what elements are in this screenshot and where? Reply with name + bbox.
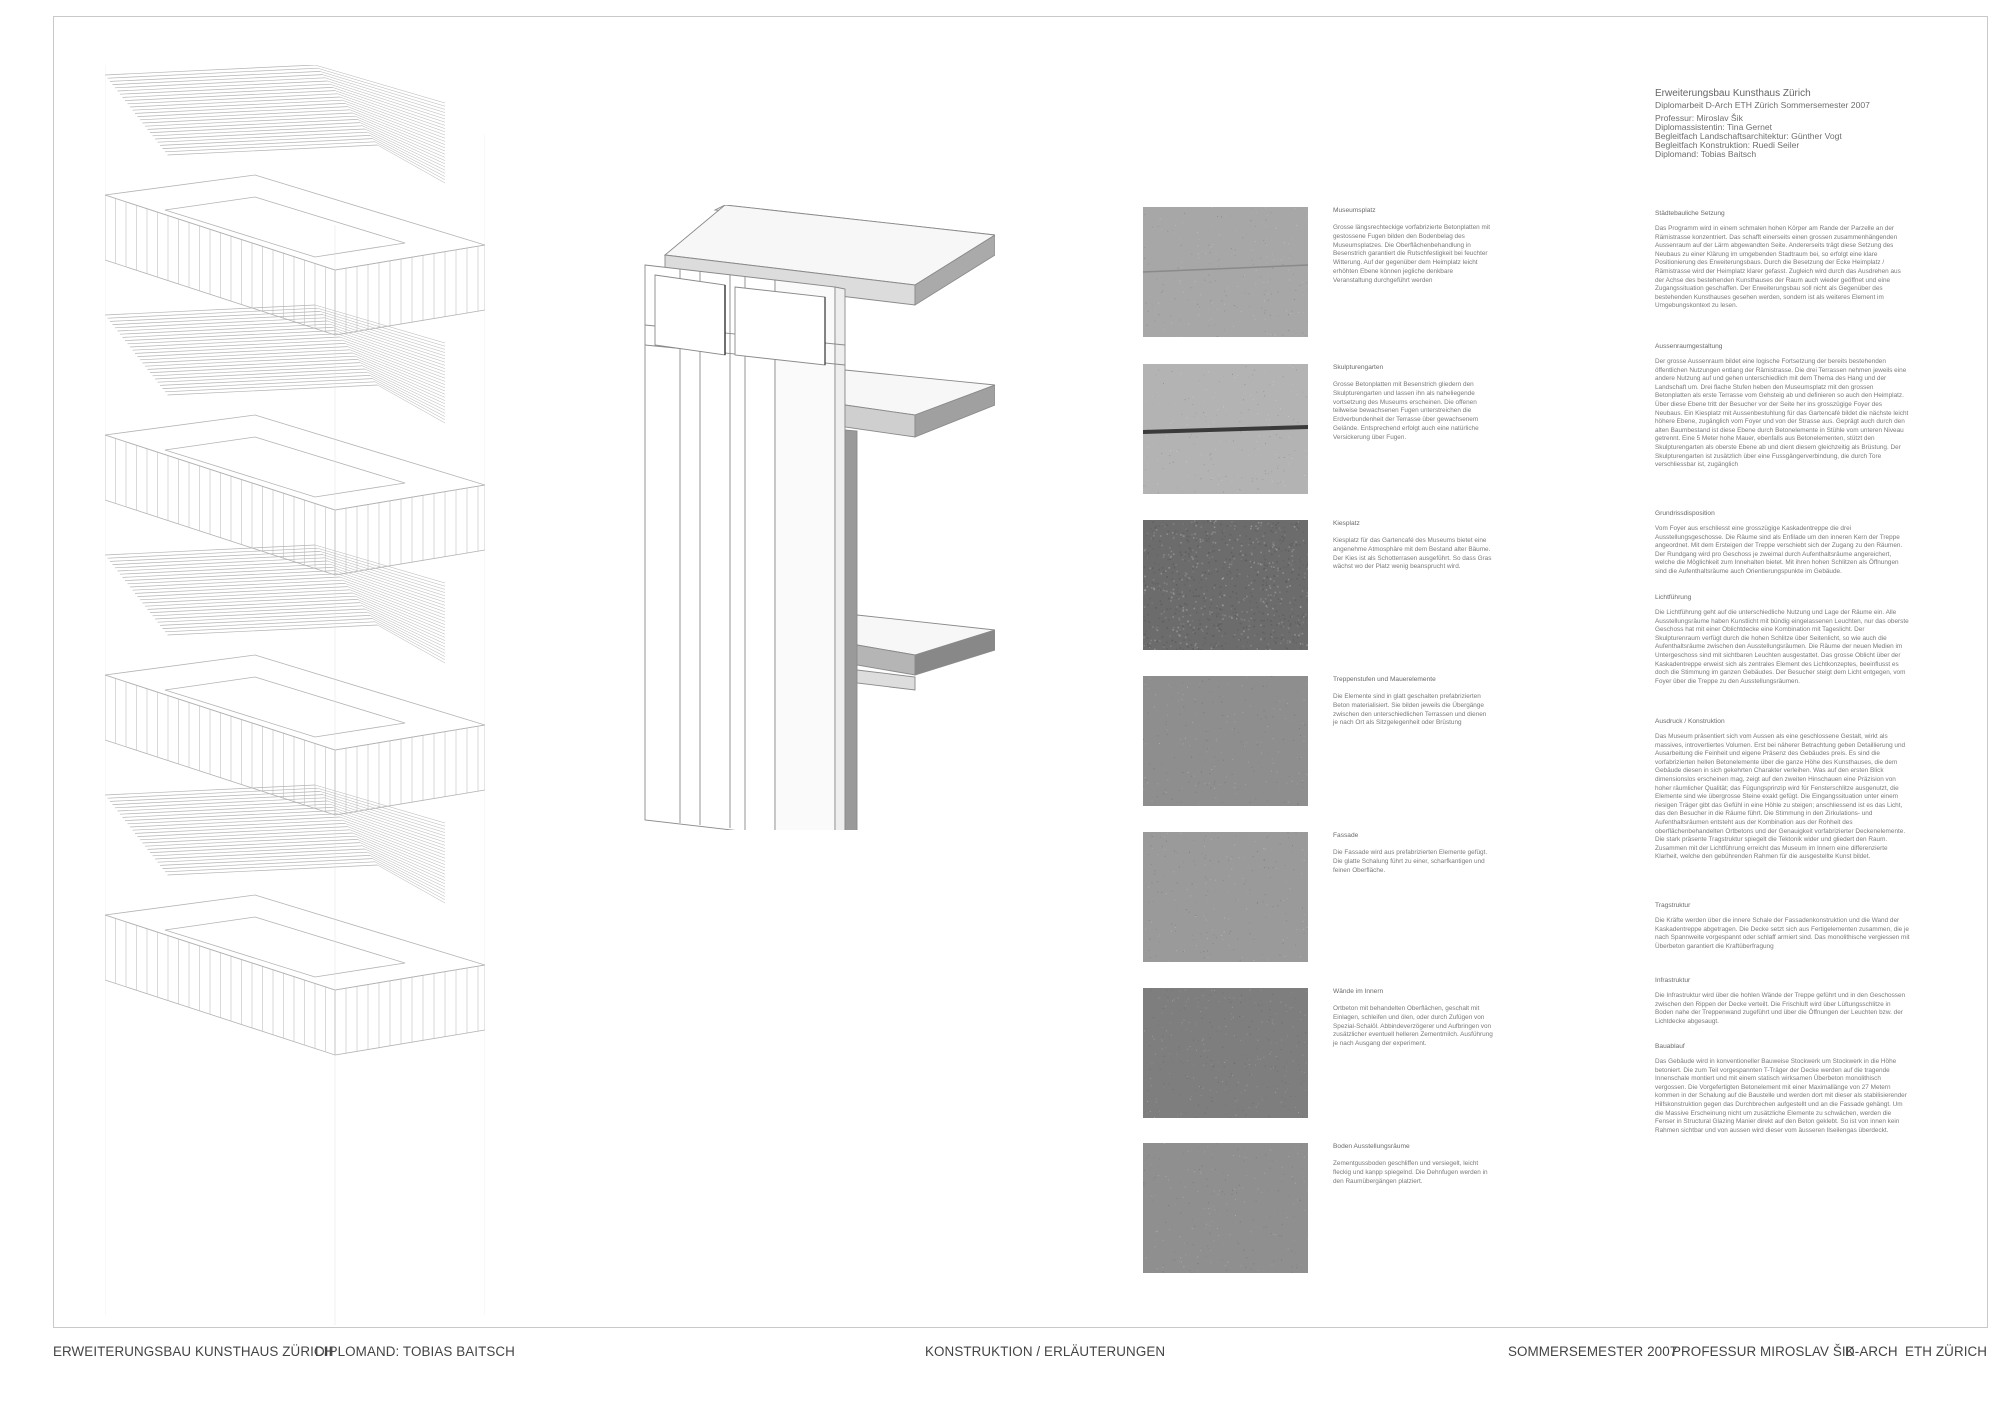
- section-text: Das Programm wird in einem schmalen hohe…: [1655, 225, 1901, 310]
- footer-semester: SOMMERSEMESTER 2007: [1508, 1344, 1678, 1359]
- material-text-0: Grosse längsrechteckige vorfabrizierte B…: [1333, 224, 1491, 284]
- section-title: Aussenraumgestaltung: [1655, 343, 1723, 350]
- section-title: Lichtführung: [1655, 594, 1692, 601]
- section-ausdruck: Ausdruck / Konstruktion Das Museum präse…: [1655, 718, 1910, 862]
- section-text: Die Kräfte werden über die innere Schale…: [1655, 917, 1910, 950]
- credit-1: Diplomassistentin: Tina Gernet: [1655, 122, 1773, 132]
- section-text: Das Gebäude wird in konventioneller Bauw…: [1655, 1058, 1907, 1134]
- section-aussenraum: Aussenraumgestaltung Der grosse Aussenra…: [1655, 343, 1910, 470]
- section-title: Städtebauliche Setzung: [1655, 210, 1725, 217]
- material-text-2: Kiesplatz für das Gartencafé des Museums…: [1333, 537, 1492, 571]
- material-text-1: Grosse Betonplatten mit Besenstrich glie…: [1333, 381, 1479, 441]
- material-sample-5: [1143, 988, 1308, 1119]
- sheet-frame: [53, 16, 1988, 1328]
- material-text-3: Die Elemente sind in glatt geschalten pr…: [1333, 693, 1487, 727]
- material-text-6: Zementgussboden geschliffen und versiege…: [1333, 1160, 1488, 1185]
- section-text: Die Infrastruktur wird über die hohlen W…: [1655, 992, 1906, 1025]
- footer-project: ERWEITERUNGSBAU KUNSTHAUS ZÜRICH: [53, 1344, 334, 1359]
- facade-detail-axonometric: [644, 205, 995, 830]
- material-sample-2: [1143, 520, 1310, 652]
- material-sample-0: [1142, 207, 1309, 338]
- exploded-axonometric: [105, 65, 485, 1325]
- credit-4: Diplomand: Tobias Baitsch: [1655, 149, 1757, 159]
- project-title: Erweiterungsbau Kunsthaus Zürich: [1655, 88, 1811, 99]
- section-text: Der grosse Aussenraum bildet eine logisc…: [1655, 358, 1909, 469]
- footer-student: DIPLOMAND: TOBIAS BAITSCH: [315, 1344, 515, 1359]
- material-title-4: Fassade: [1333, 832, 1359, 839]
- section-title: Grundrissdisposition: [1655, 510, 1715, 517]
- footer-center: KONSTRUKTION / ERLÄUTERUNGEN: [925, 1344, 1166, 1359]
- section-title: Ausdruck / Konstruktion: [1655, 718, 1725, 725]
- section-infrastruktur: Infrastruktur Die Infrastruktur wird übe…: [1655, 977, 1910, 1026]
- footer-school: ETH ZÜRICH: [1905, 1344, 1988, 1359]
- material-text-5: Ortbeton mit behandelten Oberflächen, ge…: [1333, 1005, 1493, 1048]
- section-grundriss: Grundrissdisposition Vom Foyer aus ersch…: [1655, 510, 1910, 577]
- material-title-6: Boden Ausstellungsräume: [1333, 1143, 1410, 1150]
- section-licht: Lichtführung Die Lichtführung geht auf d…: [1655, 594, 1910, 686]
- section-title: Infrastruktur: [1655, 977, 1691, 984]
- material-text-4: Die Fassade wird aus prefabrizierten Ele…: [1333, 849, 1488, 874]
- footer-professor: PROFESSUR MIROSLAV ŠIK: [1672, 1344, 1855, 1359]
- credit-3: Begleitfach Konstruktion: Ruedi Seiler: [1655, 140, 1800, 150]
- material-sample-6: [1143, 1143, 1309, 1274]
- credit-0: Professur: Miroslav Šik: [1655, 113, 1743, 123]
- material-title-1: Skulpturengarten: [1333, 364, 1384, 371]
- section-bauablauf: Bauablauf Das Gebäude wird in konvention…: [1655, 1043, 1910, 1135]
- material-title-0: Museumsplatz: [1333, 207, 1376, 214]
- material-sample-4: [1143, 832, 1309, 963]
- thesis-line: Diplomarbeit D-Arch ETH Zürich Sommersem…: [1655, 100, 1870, 110]
- credit-2: Begleitfach Landschaftsarchitektur: Günt…: [1655, 131, 1842, 141]
- section-staedtebau: Städtebauliche Setzung Das Programm wird…: [1655, 210, 1910, 311]
- material-title-3: Treppenstufen und Mauerelemente: [1333, 676, 1436, 683]
- section-text: Das Museum präsentiert sich vom Aussen a…: [1655, 733, 1906, 861]
- section-text: Vom Foyer aus erschliesst eine grosszügi…: [1655, 525, 1903, 575]
- material-sample-1: [1142, 364, 1309, 495]
- footer-dept: D-ARCH: [1845, 1344, 1898, 1359]
- section-title: Bauablauf: [1655, 1043, 1685, 1050]
- section-tragstruktur: Tragstruktur Die Kräfte werden über die …: [1655, 902, 1910, 951]
- section-title: Tragstruktur: [1655, 902, 1691, 909]
- material-title-5: Wände im Innern: [1333, 988, 1384, 995]
- section-text: Die Lichtführung geht auf die unterschie…: [1655, 609, 1909, 685]
- material-sample-3: [1143, 676, 1309, 806]
- material-title-2: Kiesplatz: [1333, 520, 1360, 527]
